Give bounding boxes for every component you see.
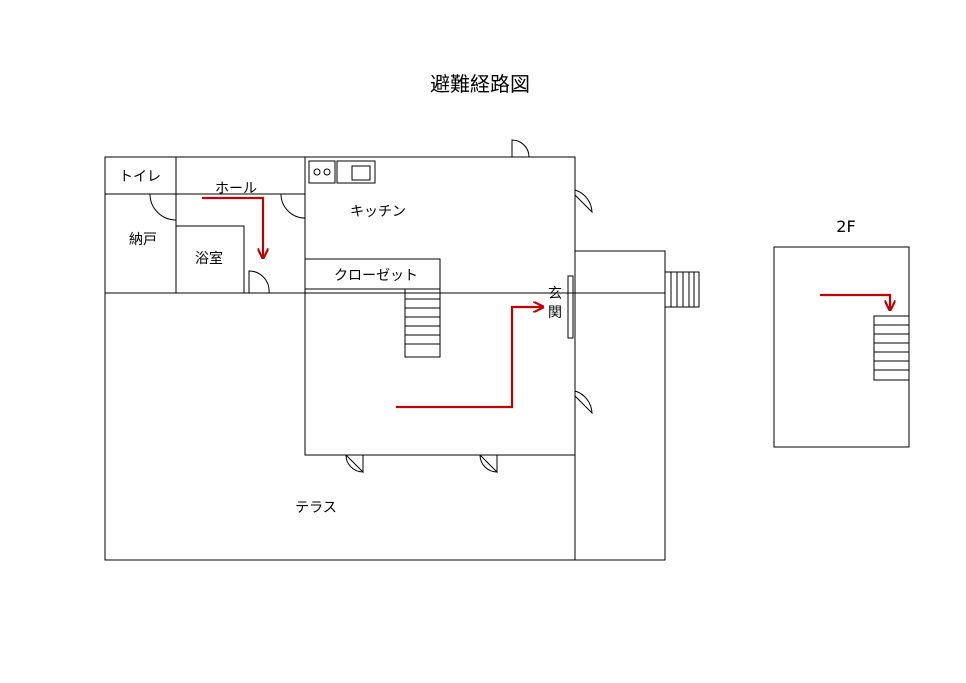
stairs-floor-1 [404,288,441,358]
outside-steps [664,271,700,308]
label-kitchen: キッチン [350,204,406,220]
burner-left [313,168,321,176]
route-arrow-hall [202,196,263,257]
label-hall: ホール [215,181,257,197]
label-storage: 納戸 [129,232,157,248]
door-hall-kitchen [280,193,306,219]
doors [149,139,593,474]
door-storage [149,193,177,221]
kitchen-room [304,156,576,456]
route-arrow-floor-2 [820,293,890,309]
burner-right [323,168,331,176]
door-right-lower [574,390,593,415]
stairs-floor-2 [873,315,910,381]
route-arrow-kitchen [396,307,542,409]
label-closet: クローゼット [334,268,418,284]
label-bath: 浴室 [195,250,223,267]
floor-1-plan: トイレ ホール 納戸 浴室 キッチン クローゼット 玄 関 テラス [104,139,700,561]
floor-2-room [773,246,910,448]
entrance-door-panel [567,275,574,339]
door-right-upper [574,189,593,214]
sink-counter [336,160,376,184]
floor-2-plan: 2F [773,217,910,448]
label-toilet: トイレ [119,169,161,185]
door-hall-bottom [248,270,270,294]
closet-box [304,258,441,290]
label-entrance-1: 玄 [548,285,562,302]
bath-room-box [175,225,245,294]
label-entrance-2: 関 [548,305,562,321]
sink [351,165,371,181]
terrace-outline [104,292,666,561]
terrace-right-extension [574,250,666,561]
label-terrace: テラス [295,500,337,516]
stove [308,160,336,184]
diagram-title: 避難経路図 [430,72,530,96]
label-floor-2: 2F [836,217,855,236]
door-top-kitchen [511,139,530,158]
